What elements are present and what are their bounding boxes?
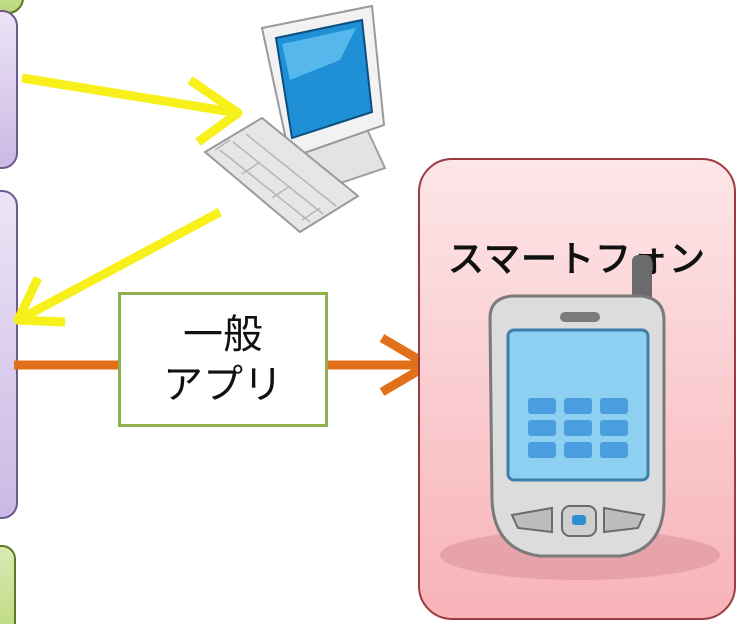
- app-label-line1: 一般: [183, 311, 263, 358]
- smartphone-title: スマートフォン: [448, 239, 706, 280]
- general-app-label-box: 一般 アプリ: [118, 292, 328, 427]
- yellow-arrow-from-computer: [13, 208, 223, 327]
- green-box-bottom: [0, 545, 16, 624]
- app-label-line2: アプリ: [163, 361, 283, 408]
- yellow-arrow-to-computer: [21, 73, 243, 146]
